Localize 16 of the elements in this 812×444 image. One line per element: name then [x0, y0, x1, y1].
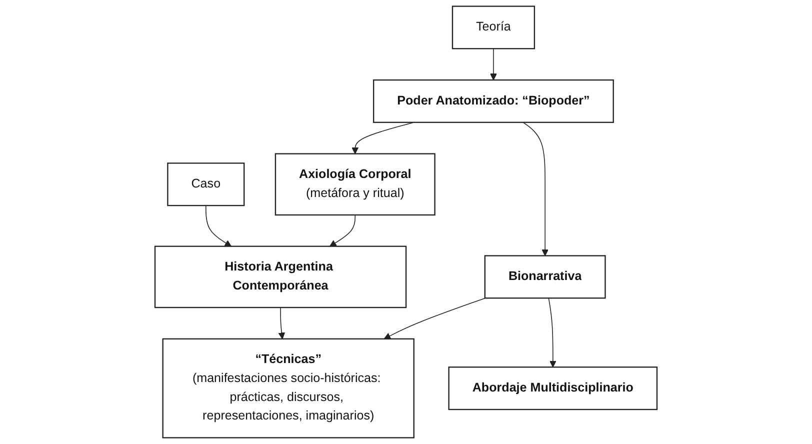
node-box: Teoría: [452, 6, 536, 50]
node-box: Abordaje Multidisciplinario: [448, 366, 658, 410]
node-box: Caso: [167, 162, 245, 206]
arrow: [548, 298, 556, 368]
arrow: [278, 307, 286, 340]
node-box: Bionarrativa: [484, 255, 606, 299]
arrow: [522, 122, 549, 256]
node-box: Poder Anatomizado: “Biopoder”: [373, 79, 614, 123]
node-box: Historia Argentina Contemporánea: [154, 246, 407, 308]
arrow: [352, 122, 414, 154]
node-box: Axiología Corporal (metáfora y ritual): [274, 153, 436, 216]
node-box: “Técnicas” (manifestaciones socio-históricas: prácticas, discursos, representaciones, imaginarios): [162, 338, 414, 438]
arrow: [206, 205, 232, 247]
arrow: [490, 48, 497, 80]
arrow: [330, 214, 356, 247]
arrow: [384, 298, 486, 340]
